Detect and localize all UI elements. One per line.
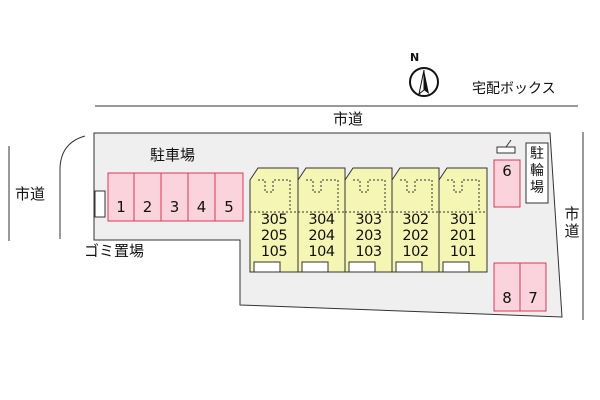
parking-label: 駐車場 — [150, 146, 196, 164]
north-label: N — [410, 51, 420, 64]
unit-label: 305 205 105 — [260, 212, 288, 260]
delivery-box-label: 宅配ボックス — [472, 81, 556, 97]
unit-block — [249, 167, 299, 273]
parking-stall-number: 1 — [116, 198, 126, 216]
parking-stall — [133, 172, 162, 222]
road-right-label: 市 道 — [564, 205, 580, 240]
delivery-box-leader — [505, 139, 512, 148]
unit-label: 303 203 103 — [355, 212, 382, 260]
bicycle-parking-area — [525, 142, 549, 204]
parking-stall-number: 3 — [169, 198, 180, 216]
unit-label: 302 202 102 — [402, 212, 429, 260]
unit-block — [438, 167, 488, 273]
road-curb-curve — [59, 135, 86, 239]
trash-area — [94, 190, 106, 218]
unit-label: 301 201 101 — [449, 212, 477, 260]
road-left-label: 市道 — [15, 185, 46, 203]
unit-label: 304 204 104 — [308, 212, 335, 260]
parking-stall — [493, 159, 521, 208]
parking-stall — [519, 262, 547, 312]
parking-stall-number: 6 — [502, 162, 512, 180]
parking-stall-number: 2 — [142, 198, 153, 216]
road-top-label: 市道 — [333, 110, 364, 128]
parking-stall — [214, 172, 244, 222]
delivery-box — [496, 146, 516, 154]
parking-stall — [107, 172, 135, 222]
parking-stall-number: 8 — [502, 289, 512, 307]
trash-area-label: ゴミ置場 — [84, 242, 145, 260]
parking-stall-number: 5 — [224, 198, 234, 216]
north-arrow-icon — [409, 67, 439, 97]
parking-stall-number: 4 — [196, 198, 207, 216]
parking-stall-number: 7 — [528, 289, 538, 307]
bicycle-parking-label: 駐 輪 場 — [530, 146, 544, 196]
building — [249, 167, 488, 273]
